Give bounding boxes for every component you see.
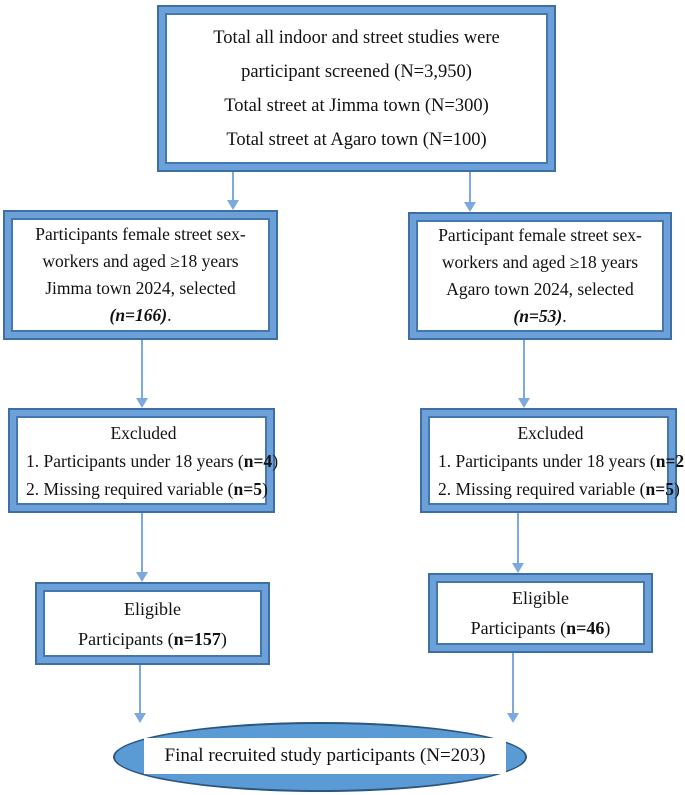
arrow-head: [136, 398, 148, 408]
jimma-excluded-item-n: n=5: [233, 478, 262, 499]
arrow-stem: [141, 340, 143, 399]
screened-line: participant screened (N=3,950): [241, 61, 472, 82]
screened-line: Total street at Agaro town (N=100): [226, 129, 487, 150]
box-jimma-eligible: Eligible Participants (n=157): [35, 582, 270, 665]
arrow-agaro-excluded-to-eligible: [512, 513, 524, 573]
agaro-selected-suffix: .: [562, 306, 567, 326]
jimma-excluded-item-text: 1. Participants under 18 years (: [26, 450, 244, 471]
agaro-excluded-title: Excluded: [517, 422, 584, 443]
box-jimma-excluded-content: Excluded 1. Participants under 18 years …: [16, 416, 278, 505]
jimma-excluded-item: 2. Missing required variable (n=5): [26, 475, 268, 503]
jimma-excluded-item-text: 2. Missing required variable (: [26, 478, 234, 499]
arrow-agaro-eligible-to-final: [507, 653, 519, 723]
box-jimma-eligible-content: Eligible Participants (n=157): [43, 590, 262, 657]
arrow-top-to-agaro: [464, 172, 476, 212]
arrow-stem: [512, 653, 514, 714]
jimma-excluded-item-close: ): [261, 478, 268, 499]
arrow-agaro-selected-to-excluded: [518, 340, 530, 408]
agaro-excluded-item-text: 2. Missing required variable (: [438, 478, 646, 499]
box-agaro-excluded-content: Excluded 1. Participants under 18 years …: [428, 416, 685, 505]
jimma-excluded-item: 1. Participants under 18 years (n=4): [26, 447, 278, 475]
agaro-eligible-close: ): [604, 618, 611, 638]
box-total-screened: Total all indoor and street studies were…: [157, 5, 556, 172]
arrow-top-to-jimma: [227, 172, 239, 210]
agaro-excluded-item-close: ): [673, 478, 680, 499]
agaro-excluded-item-n: n=5: [645, 478, 674, 499]
jimma-selected-line: Participants female street sex-: [35, 224, 246, 244]
agaro-excluded-item: 2. Missing required variable (n=5): [438, 475, 680, 503]
jimma-selected-suffix: .: [167, 305, 172, 325]
arrow-stem: [139, 665, 141, 714]
agaro-excluded-item-text: 1. Participants under 18 years (: [438, 450, 656, 471]
arrow-head: [134, 713, 146, 723]
box-agaro-eligible: Eligible Participants (n=46): [428, 573, 653, 653]
agaro-eligible-title: Eligible: [512, 588, 569, 608]
arrow-head: [518, 398, 530, 408]
arrow-stem: [523, 340, 525, 399]
agaro-selected-line: Participant female street sex-: [438, 225, 642, 245]
arrow-head: [136, 572, 148, 582]
jimma-excluded-title: Excluded: [110, 422, 177, 443]
box-jimma-excluded: Excluded 1. Participants under 18 years …: [8, 408, 278, 513]
jimma-eligible-pre: Participants (: [78, 628, 174, 649]
arrow-stem: [141, 513, 143, 573]
jimma-selected-n: (n=166): [109, 305, 168, 325]
arrow-head: [507, 713, 519, 723]
arrow-jimma-selected-to-excluded: [136, 340, 148, 408]
jimma-eligible-n: n=157: [173, 628, 221, 649]
oval-final-participants: Final recruited study participants (N=20…: [113, 722, 527, 792]
arrow-head: [512, 563, 524, 573]
box-jimma-selected-content: Participants female street sex- workers …: [11, 218, 270, 332]
screened-line: Total street at Jimma town (N=300): [224, 95, 489, 116]
agaro-eligible-count: Participants (n=46): [438, 613, 643, 643]
box-total-screened-content: Total all indoor and street studies were…: [165, 13, 548, 164]
arrow-stem: [232, 172, 234, 201]
agaro-selected-n: (n=53): [513, 306, 563, 326]
jimma-eligible-title: Eligible: [124, 598, 181, 619]
agaro-excluded-item: 1. Participants under 18 years (n=2): [438, 447, 685, 475]
agaro-selected-line: workers and aged ≥18 years: [441, 252, 639, 272]
jimma-selected-count: (n=166).: [13, 302, 268, 329]
final-participants-label: Final recruited study participants (N=20…: [144, 738, 506, 774]
box-agaro-selected: Participant female street sex- workers a…: [408, 212, 672, 340]
box-agaro-excluded: Excluded 1. Participants under 18 years …: [420, 408, 685, 513]
screened-line: Total all indoor and street studies were: [213, 27, 500, 48]
agaro-selected-line: Agaro town 2024, selected: [446, 279, 634, 299]
agaro-eligible-pre: Participants (: [470, 618, 567, 638]
jimma-eligible-close: ): [220, 628, 227, 649]
arrow-jimma-excluded-to-eligible: [136, 513, 148, 582]
agaro-excluded-item-n: n=2: [655, 450, 685, 471]
jimma-excluded-item-close: ): [272, 450, 279, 471]
arrow-stem: [469, 172, 471, 203]
arrow-head: [227, 200, 239, 210]
jimma-selected-line: Jimma town 2024, selected: [45, 278, 236, 298]
arrow-head: [464, 202, 476, 212]
box-jimma-selected: Participants female street sex- workers …: [3, 210, 278, 340]
box-agaro-selected-content: Participant female street sex- workers a…: [416, 220, 664, 332]
jimma-eligible-count: Participants (n=157): [45, 624, 260, 654]
jimma-excluded-item-n: n=4: [243, 450, 273, 471]
arrow-stem: [517, 513, 519, 564]
agaro-eligible-n: n=46: [566, 618, 605, 638]
arrow-jimma-eligible-to-final: [134, 665, 146, 723]
jimma-selected-line: workers and aged ≥18 years: [42, 251, 239, 271]
agaro-selected-count: (n=53).: [418, 303, 662, 330]
box-agaro-eligible-content: Eligible Participants (n=46): [436, 581, 645, 645]
